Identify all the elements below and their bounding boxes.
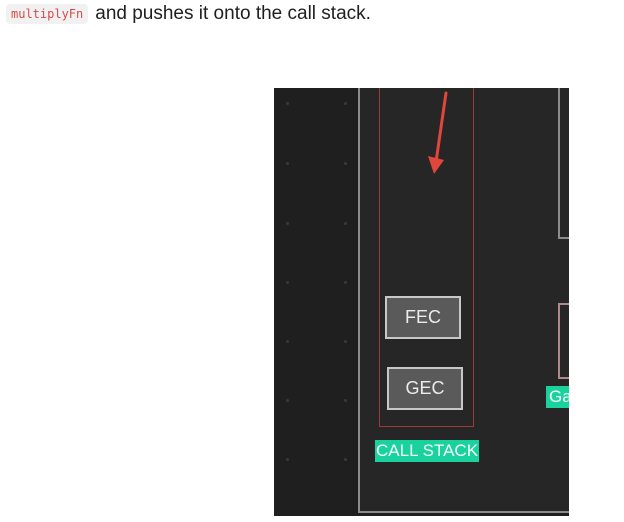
call-stack-frame-gec: GEC	[387, 367, 463, 410]
partial-label: Ga	[546, 386, 569, 408]
grid-dot	[286, 222, 289, 225]
grid-dot	[344, 399, 347, 402]
grid-dot	[344, 102, 347, 105]
call-stack-label: CALL STACK	[375, 440, 480, 462]
grid-dot	[286, 281, 289, 284]
grid-dot	[344, 340, 347, 343]
right-container-mid	[558, 303, 569, 379]
call-stack-outline	[379, 88, 474, 427]
grid-dot	[286, 102, 289, 105]
grid-dot	[344, 281, 347, 284]
paragraph-line: multiplyFn and pushes it onto the call s…	[6, 0, 371, 28]
paragraph-text: and pushes it onto the call stack.	[95, 3, 371, 24]
down-arrow-icon	[428, 91, 448, 174]
grid-dot	[286, 340, 289, 343]
right-container-top	[558, 88, 569, 239]
inline-code: multiplyFn	[6, 4, 89, 24]
grid-dot	[286, 162, 289, 165]
grid-dot	[286, 399, 289, 402]
grid-dot	[286, 458, 289, 461]
call-stack-frame-fec: FEC	[385, 296, 461, 339]
grid-dot	[344, 458, 347, 461]
grid-dot	[344, 162, 347, 165]
call-stack-figure: FEC GEC CALL STACK Ga	[274, 88, 569, 516]
grid-dot	[344, 222, 347, 225]
